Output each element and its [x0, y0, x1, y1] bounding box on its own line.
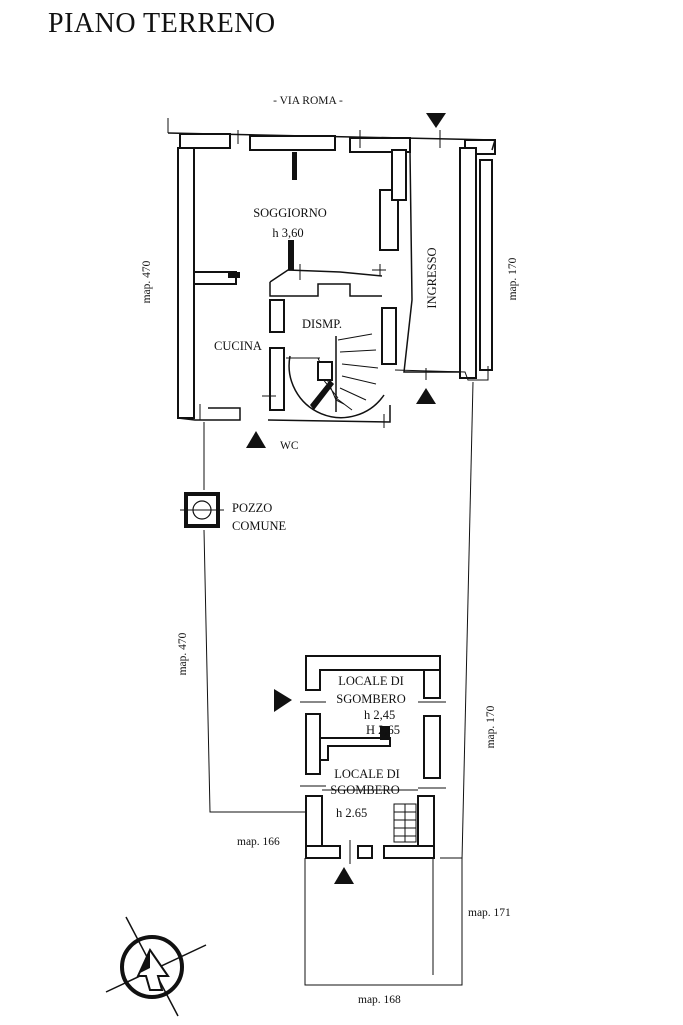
main-house [167, 130, 496, 428]
room-label-wc: WC [280, 440, 299, 452]
map-label-left-mid: map. 470 [177, 632, 189, 675]
entrance-arrow-icon [274, 689, 292, 712]
map-label-bottom: map. 168 [358, 994, 401, 1006]
room-label-dismp: DISMP. [302, 317, 342, 331]
well-label-2: COMUNE [232, 519, 287, 533]
well-label-1: POZZO [232, 501, 272, 515]
page-title: PIANO TERRENO [48, 8, 276, 39]
map-label-left-top: map. 470 [141, 260, 153, 303]
well-icon [180, 492, 224, 528]
entrance-arrow-icon [246, 431, 266, 448]
outbuilding [300, 655, 446, 864]
map-label-bottom-right: map. 171 [468, 907, 511, 919]
entrance-arrow-icon [426, 113, 446, 128]
map-label-bottom-left: map. 166 [237, 836, 280, 848]
entrance-arrow-icon [334, 867, 354, 884]
room-height-soggiorno: h 3,60 [272, 226, 303, 240]
room-label-soggiorno: SOGGIORNO [253, 206, 327, 220]
map-label-right-mid: map. 170 [485, 705, 497, 748]
room-label-ingresso: INGRESSO [425, 247, 439, 308]
entrance-arrow-icon [416, 388, 436, 404]
room-label-locale-2a: LOCALE DI [334, 767, 400, 781]
room-label-locale-1a: LOCALE DI [338, 674, 404, 688]
room-height-locale-1a: h 2,45 [364, 708, 395, 722]
room-label-locale-2b: SGOMBERO [330, 783, 399, 797]
room-height-locale-2: h 2.65 [336, 806, 367, 820]
map-label-right-top: map. 170 [507, 257, 519, 300]
room-label-cucina: CUCINA [214, 339, 262, 353]
street-label: - VIA ROMA - [273, 95, 343, 107]
room-label-locale-1b: SGOMBERO [336, 692, 405, 706]
room-height-locale-1b: H 2,65 [366, 723, 400, 737]
north-compass-icon [105, 916, 207, 1017]
